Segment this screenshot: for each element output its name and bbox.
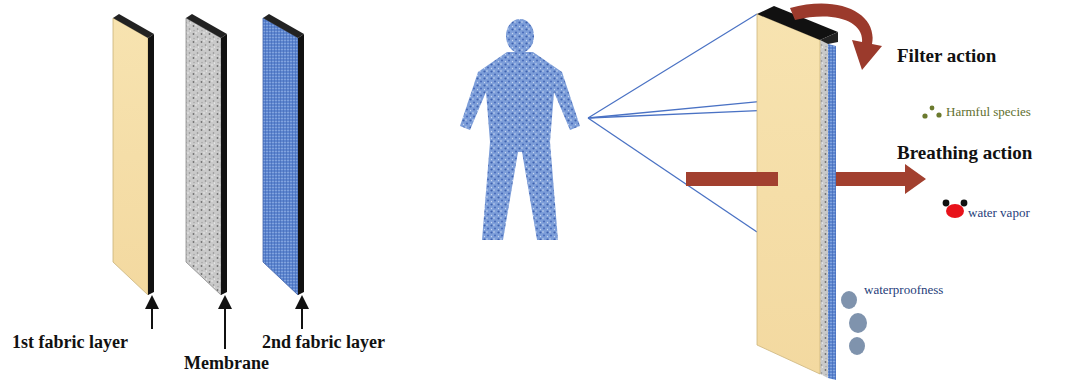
- harmful-species-dots: [922, 106, 941, 119]
- action-label: Filter action: [897, 46, 996, 67]
- part-label: Membrane: [184, 354, 269, 374]
- fabric-layer-1: [113, 14, 154, 295]
- water-molecule: [943, 200, 968, 218]
- fabric-layer-2: [263, 14, 304, 295]
- pointer-arrow: [224, 302, 226, 349]
- property-label: waterproofness: [864, 283, 943, 297]
- breathing-arrow: [836, 164, 926, 194]
- action-label: Breathing action: [897, 143, 1032, 164]
- pointer-arrow: [301, 302, 303, 329]
- membrane-layer: [186, 14, 227, 295]
- pointer-arrow: [151, 302, 153, 329]
- filter-arrow: [790, 3, 882, 70]
- part-label: 1st fabric layer: [12, 333, 128, 353]
- species-label: Harmful species: [946, 105, 1031, 119]
- human-figure: [460, 19, 580, 240]
- species-label: water vapor: [968, 206, 1030, 220]
- composite-panel: [757, 6, 838, 380]
- water-drops: [841, 291, 867, 355]
- part-label: 2nd fabric layer: [262, 333, 385, 353]
- breathing-arrow-tail: [686, 172, 778, 186]
